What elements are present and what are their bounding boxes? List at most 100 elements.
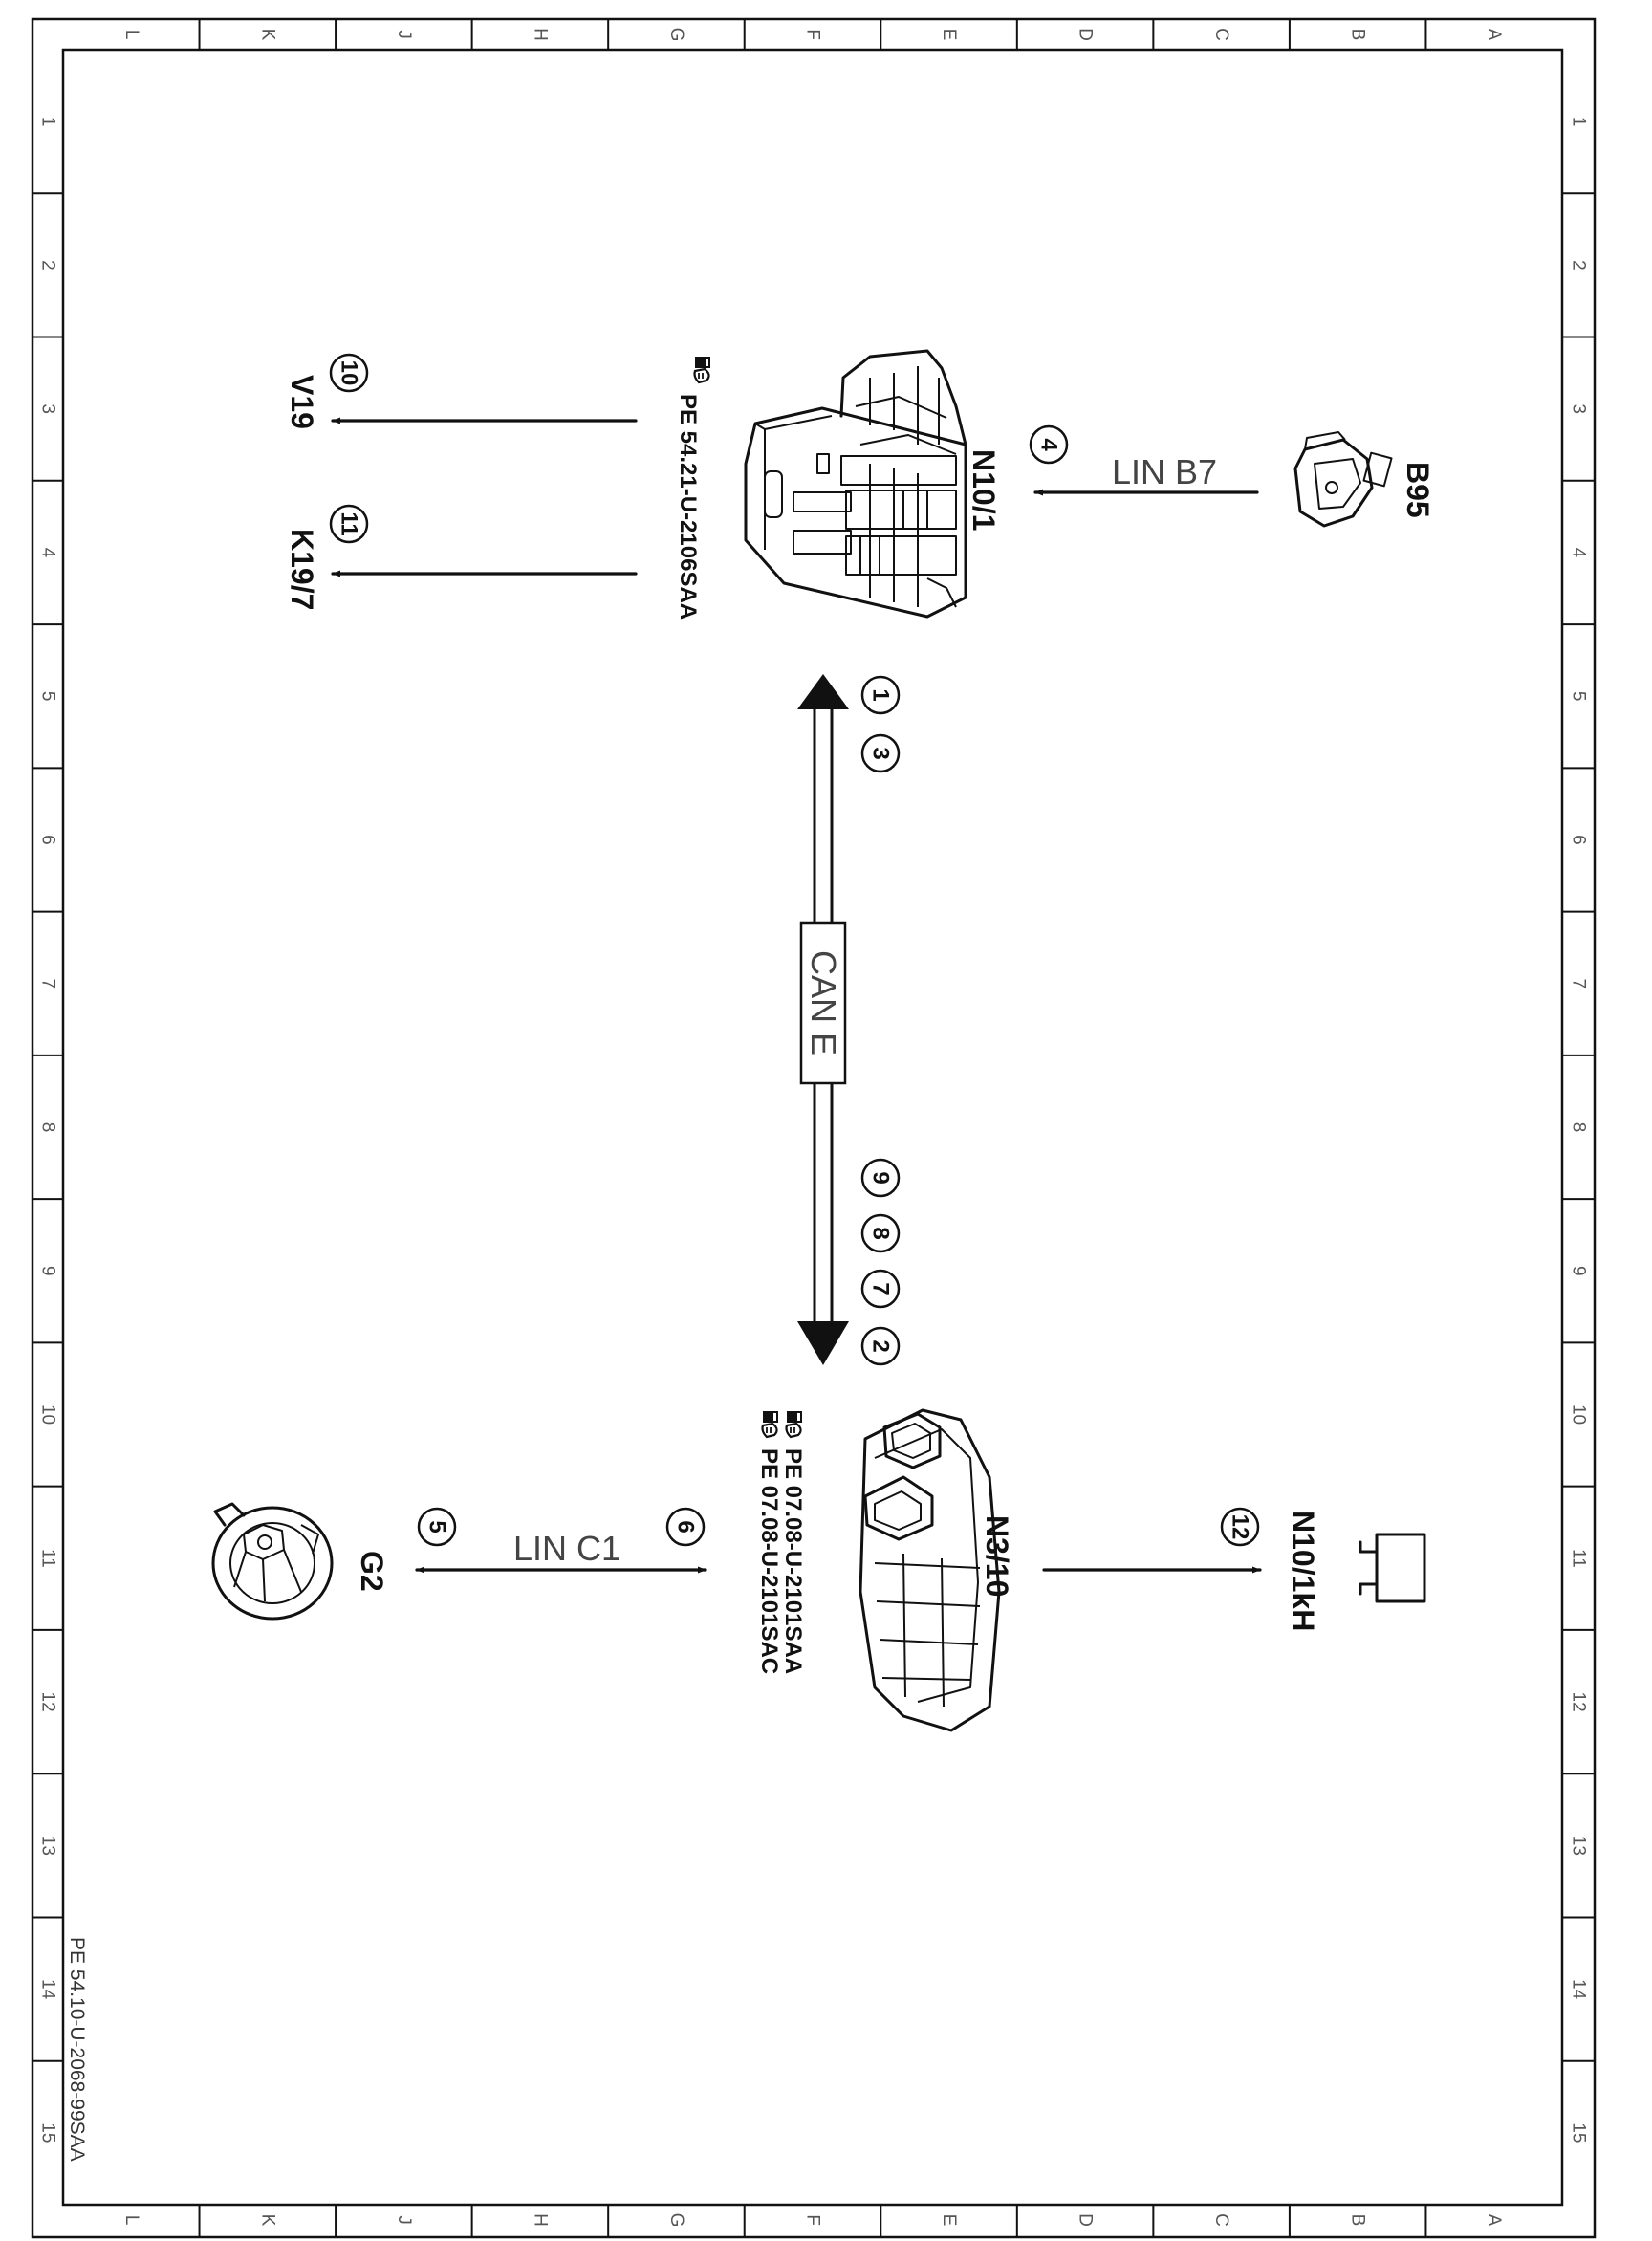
marker-circle (417, 1507, 457, 1547)
row-label: 15 (1569, 2122, 1589, 2143)
marker-number: 3 (868, 747, 894, 759)
column-label: D (1076, 28, 1096, 41)
row-label: 11 (1569, 1549, 1589, 1568)
marker-number: 10 (337, 360, 362, 386)
row-label: 8 (38, 1122, 58, 1133)
connections (331, 417, 1262, 1574)
labels: N10/1 B95 N3/10 N10/1kH G2 V19 K19/7 CAN… (66, 356, 1435, 2162)
marker-circle (665, 1507, 706, 1547)
row-label: 2 (1569, 260, 1589, 271)
row-label: 10 (1569, 1404, 1589, 1425)
row-label: 1 (1569, 117, 1589, 127)
marker-circle (1220, 1507, 1260, 1547)
label-v19: V19 (285, 375, 319, 429)
label-g2: G2 (355, 1551, 389, 1592)
alternator-drawing (211, 1502, 334, 1621)
row-label: 7 (1569, 978, 1589, 989)
column-label: A (1484, 2214, 1504, 2227)
book-hand-icon (693, 356, 712, 384)
label-b95: B95 (1401, 462, 1435, 518)
column-label: B (1348, 2214, 1368, 2227)
row-label: 10 (38, 1404, 58, 1425)
column-label: B (1348, 29, 1368, 41)
column-label: G (666, 2213, 686, 2228)
marker-number: 9 (868, 1171, 894, 1184)
ref-n3-10: PE 07.08-U-2101SAA PE 07.08-U-2101SAC (756, 1410, 806, 1674)
can-e-bus (797, 674, 849, 1365)
row-label: 9 (38, 1266, 58, 1276)
row-label: 15 (38, 2122, 58, 2143)
marker-4: 4 (1029, 424, 1069, 465)
bus-label-lin-b7: LIN B7 (1112, 452, 1217, 491)
row-label: 14 (38, 1979, 58, 2000)
column-label: H (530, 28, 550, 41)
marker-9: 9 (860, 1158, 901, 1198)
row-label: 12 (1569, 1691, 1589, 1711)
row-label: 8 (1569, 1122, 1589, 1133)
book-hand-icon (761, 1410, 780, 1439)
ref-n3-10-text-2: PE 07.08-U-2101SAC (756, 1448, 782, 1674)
row-label: 12 (38, 1691, 58, 1711)
marker-circle (860, 733, 901, 773)
ref-n3-10-text-1: PE 07.08-U-2101SAA (780, 1448, 806, 1674)
column-label: L (121, 2215, 141, 2226)
label-n3-10: N3/10 (980, 1515, 1014, 1597)
book-hand-icon (785, 1410, 804, 1439)
row-label: 1 (38, 117, 58, 127)
row-label: 2 (38, 260, 58, 271)
row-label: 4 (38, 548, 58, 558)
column-grid-ticks (198, 19, 1427, 2237)
row-label: 14 (1569, 1979, 1589, 2000)
row-label: 4 (1569, 548, 1589, 558)
column-label: E (939, 29, 959, 41)
column-label: E (939, 2214, 959, 2227)
label-k19-7: K19/7 (285, 529, 319, 610)
column-label: G (666, 28, 686, 42)
marker-number: 7 (868, 1282, 894, 1295)
row-label: 6 (1569, 835, 1589, 845)
column-label: K (257, 2214, 277, 2227)
row-label: 13 (38, 1836, 58, 1856)
row-label: 5 (38, 691, 58, 702)
column-label: K (257, 29, 277, 41)
row-label: 6 (38, 835, 58, 845)
row-label: 7 (38, 978, 58, 989)
sensor-drawing (1293, 431, 1393, 528)
marker-number: 11 (337, 511, 362, 535)
marker-2: 2 (860, 1326, 901, 1366)
marker-circle (860, 1158, 901, 1198)
row-label: 3 (38, 403, 58, 414)
marker-number: 12 (1228, 1514, 1253, 1540)
marker-10: 10 (329, 353, 369, 393)
marker-circle (1029, 424, 1069, 465)
marker-8: 8 (860, 1213, 901, 1253)
column-label: F (803, 2214, 823, 2226)
can-e-label-box (799, 921, 847, 1085)
row-label: 11 (38, 1549, 58, 1568)
column-label: H (530, 2213, 550, 2227)
column-label: L (121, 30, 141, 40)
relay-drawing (1359, 1533, 1426, 1603)
row-label: 3 (1569, 403, 1589, 414)
row-label: 9 (1569, 1266, 1589, 1276)
column-label: D (1076, 2213, 1096, 2227)
column-label: C (1211, 2213, 1231, 2227)
marker-circle (329, 504, 369, 544)
marker-circle (860, 675, 901, 715)
marker-number: 4 (1036, 438, 1062, 451)
bus-label-can-e: CAN E (804, 950, 843, 1055)
marker-6: 6 (665, 1507, 706, 1547)
column-label: J (394, 30, 414, 39)
document-id: PE 54.10-U-2068-99SAA (66, 1937, 88, 2162)
column-label: F (803, 29, 823, 40)
marker-circle (860, 1213, 901, 1253)
marker-11: 11 (329, 504, 369, 544)
marker-number: 8 (868, 1227, 894, 1239)
marker-12: 12 (1220, 1507, 1260, 1547)
label-n10-1kh: N10/1kH (1286, 1511, 1320, 1631)
